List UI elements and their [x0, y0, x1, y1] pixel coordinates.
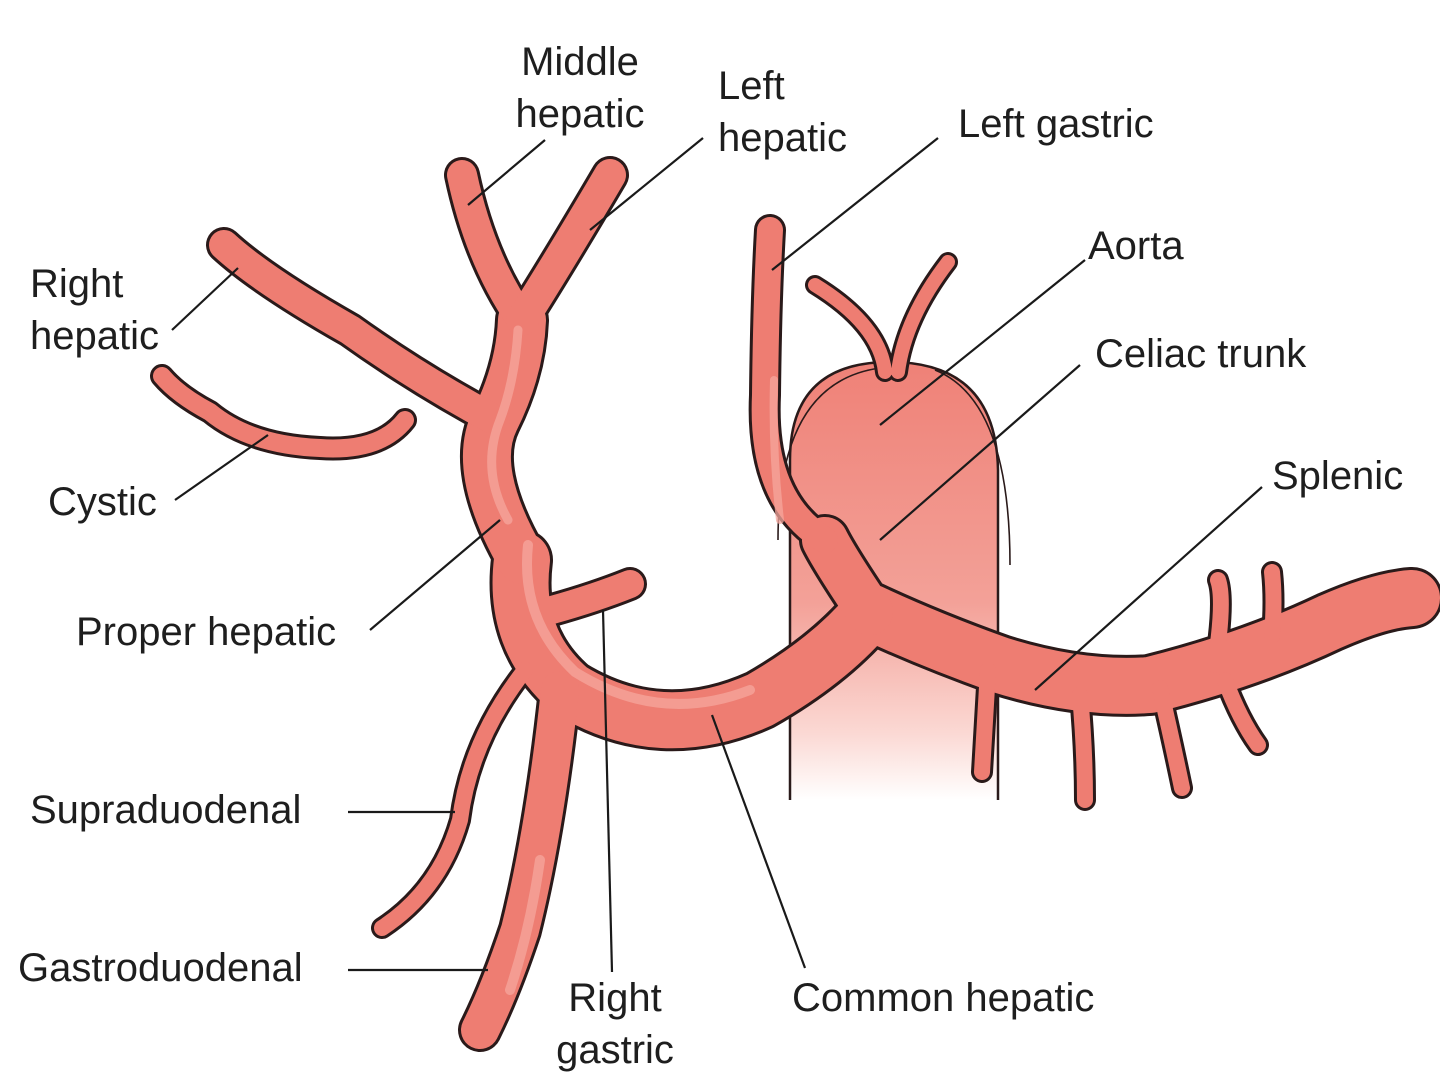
label-cystic: Cystic: [48, 476, 157, 528]
leader-aorta: [879, 259, 1086, 426]
label-splenic: Splenic: [1272, 450, 1403, 502]
leader-lines: [171, 137, 1263, 973]
vessel-tree: [150, 156, 1440, 1052]
label-left-hepatic: Left hepatic: [718, 60, 847, 164]
leader-right-hepatic: [171, 267, 239, 331]
label-right-gastric: Right gastric: [540, 972, 690, 1076]
label-proper-hepatic: Proper hepatic: [76, 606, 336, 658]
leader-cystic: [174, 434, 269, 501]
leader-proper-hepatic: [369, 519, 501, 631]
label-line: Supraduodenal: [30, 788, 302, 832]
label-line: hepatic: [718, 116, 847, 160]
label-gastroduodenal: Gastroduodenal: [18, 942, 303, 994]
leader-left-hepatic: [589, 137, 704, 231]
label-line: Left: [718, 64, 785, 108]
phrenic-branches: [805, 252, 958, 382]
label-line: gastric: [556, 1028, 674, 1072]
label-line: Left gastric: [958, 102, 1154, 146]
label-line: Aorta: [1088, 224, 1184, 268]
label-celiac-trunk: Celiac trunk: [1095, 328, 1306, 380]
leader-left-gastric: [771, 137, 939, 271]
label-common-hepatic: Common hepatic: [792, 972, 1094, 1024]
label-line: Right: [30, 262, 124, 306]
label-line: Middle: [521, 40, 639, 84]
label-left-gastric: Left gastric: [958, 98, 1154, 150]
leader-splenic: [1034, 486, 1263, 691]
label-line: Cystic: [48, 480, 157, 524]
label-line: hepatic: [30, 314, 159, 358]
leader-common-hepatic: [710, 714, 807, 969]
label-line: Proper hepatic: [76, 610, 337, 654]
label-right-hepatic: Right hepatic: [30, 258, 159, 362]
label-middle-hepatic: Middle hepatic: [500, 36, 660, 140]
label-line: Splenic: [1272, 454, 1404, 498]
leader-celiac-trunk: [879, 364, 1081, 541]
label-aorta: Aorta: [1088, 220, 1184, 272]
label-line: Gastroduodenal: [18, 946, 303, 990]
label-line: Common hepatic: [792, 976, 1095, 1020]
label-line: hepatic: [515, 92, 645, 136]
aorta-vessel: [777, 252, 1011, 800]
leader-right-gastric: [601, 609, 614, 973]
label-supraduodenal: Supraduodenal: [30, 784, 301, 836]
label-line: Right: [568, 976, 662, 1020]
leader-middle-hepatic: [467, 139, 546, 206]
label-line: Celiac trunk: [1095, 332, 1307, 376]
